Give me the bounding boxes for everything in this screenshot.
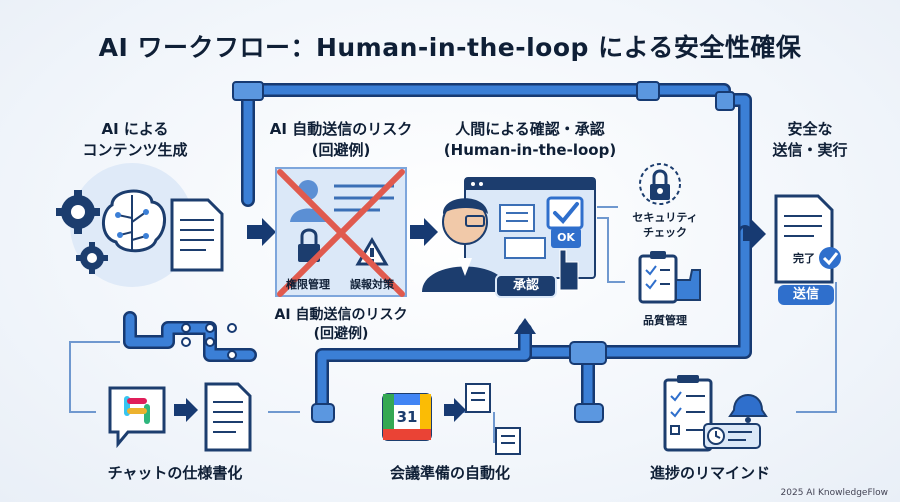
safe-label-line2: 送信・実行 [772,141,848,159]
generation-label-line2: コンテンツ生成 [82,141,188,159]
approve-button[interactable]: 承認 [495,274,557,298]
security-check-label: セキュリティ チェック [620,210,710,240]
connector-line [796,282,837,413]
calendar-icon [382,393,432,441]
risk-item-permission: 権限管理 [286,278,330,291]
connector-line [69,341,120,413]
clipboard-check-icon [638,251,678,304]
risk-bottom-line1: AI 自動送信のリスク [274,307,408,323]
done-label: 完了 [793,252,815,265]
checklist-icon [663,375,713,452]
risk-bottom-label: AI 自動送信のリスク (回避例) [246,306,436,344]
connector-line [597,206,625,283]
human-label-line2: (Human-in-the-loop) [443,141,617,159]
arrow-icon [247,218,276,246]
hand-cursor-icon [559,249,579,291]
risk-top-line2: (回避例) [311,141,371,159]
generation-label-line1: AI による [101,120,169,138]
send-button[interactable]: 送信 [778,285,834,305]
human-label-line1: 人間による確認・承認 [455,120,605,138]
generation-label: AI による コンテンツ生成 [60,119,210,161]
brain-icon [102,189,166,253]
human-label: 人間による確認・承認 (Human-in-the-loop) [430,119,630,161]
arrow-icon [743,220,766,248]
document-icon [774,194,834,284]
page-title: AI ワークフロー：Human-in-the-loop による安全性確保 [98,33,802,62]
arrow-icon [410,218,438,246]
red-cross-icon [277,169,405,297]
ok-button[interactable] [551,228,581,248]
quality-label: 品質管理 [643,314,687,327]
gear-icon [56,190,100,234]
risk-top-label: AI 自動送信のリスク (回避例) [246,119,436,161]
security-check-line1: セキュリティ [632,211,698,224]
person-icon [422,198,508,292]
bell-icon [728,394,768,423]
document-icon [170,198,224,272]
security-lock-icon [639,163,681,205]
safe-label: 安全な 送信・実行 [760,119,860,161]
arrow-icon [174,398,198,422]
document-icon [204,382,252,452]
chat-app-icon [108,386,166,449]
bottom-label-meeting: 会議準備の自動化 [389,464,510,482]
bottom-label-chat: チャットの仕様書化 [107,464,243,482]
safe-label-line1: 安全な [787,120,833,138]
security-check-line2: チェック [643,226,687,239]
risk-bottom-line2: (回避例) [313,326,369,342]
check-circle-icon [819,247,841,269]
gear-icon [76,242,108,274]
checkbox-check-icon [546,196,584,230]
thumbs-up-icon [675,269,701,301]
risk-item-misinfo: 誤報対策 [350,278,394,291]
calendar-day: 31 [396,408,418,426]
arrow-icon [444,398,466,422]
document-stack-icon [465,383,521,455]
credit-text: 2025 AI KnowledgeFlow [780,488,888,498]
ok-button-label[interactable]: OK [557,231,575,244]
reminder-card-icon [703,423,761,449]
risk-top-line1: AI 自動送信のリスク [269,120,413,138]
bottom-label-remind: 進捗のリマインド [649,464,770,482]
